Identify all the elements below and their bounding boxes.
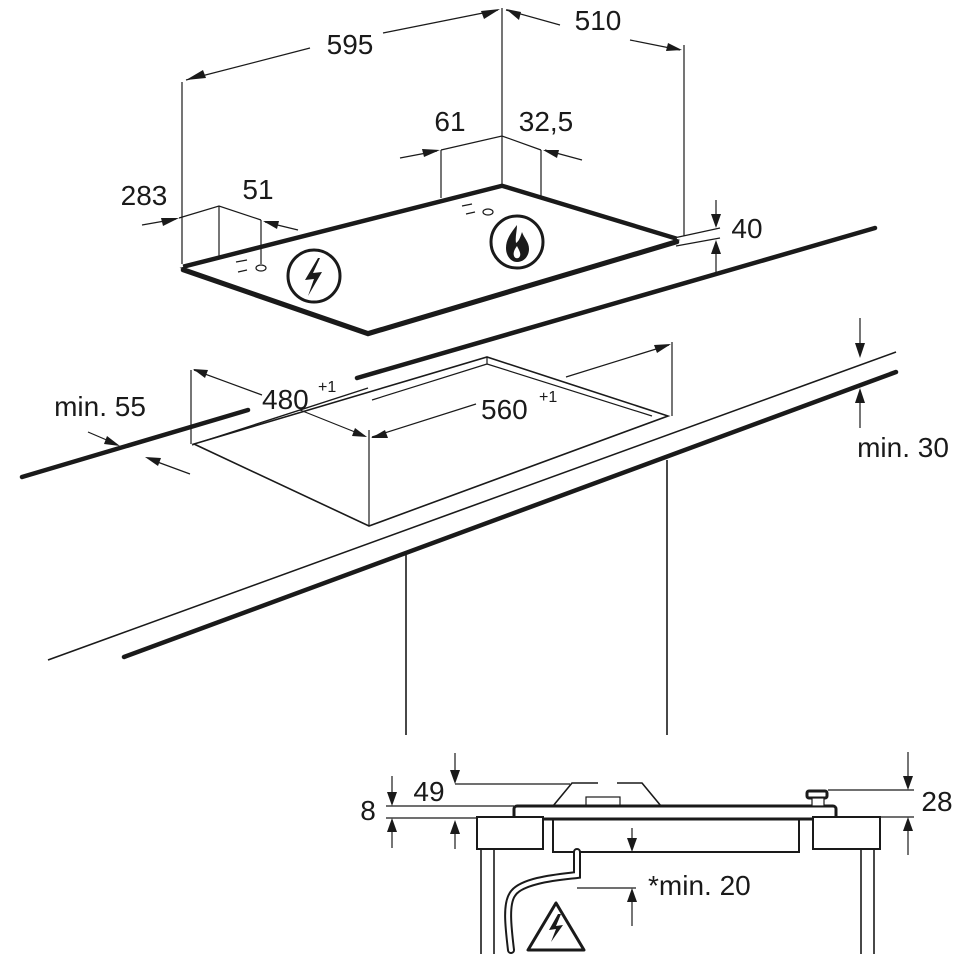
dim-49: 49 [413, 776, 444, 807]
dim-8: 8 [360, 795, 376, 826]
dim-480: 480 [262, 384, 309, 415]
worktop-cutout [19, 225, 899, 735]
dim-560: 560 [481, 394, 528, 425]
hob-top-view [141, 8, 721, 337]
connector-hole-right [482, 208, 494, 216]
hob-plate [179, 185, 681, 334]
dim-min-20: *min. 20 [648, 870, 751, 901]
dim-510: 510 [575, 5, 622, 36]
flame-icon [489, 214, 545, 270]
dim-560-tolerance: +1 [539, 389, 557, 406]
dim-480-tolerance: +1 [318, 379, 336, 396]
dim-min-55: min. 55 [54, 391, 146, 422]
dim-28: 28 [921, 786, 952, 817]
dim-32-5: 32,5 [519, 106, 574, 137]
dim-61: 61 [434, 106, 465, 137]
connector-hole-left [255, 264, 267, 272]
dim-min-30: min. 30 [857, 432, 949, 463]
dim-283: 283 [121, 180, 168, 211]
dim-595: 595 [327, 29, 374, 60]
lightning-bolt-icon [286, 248, 342, 304]
side-section-view [386, 752, 914, 954]
electric-warning-triangle-icon [526, 901, 586, 952]
dim-51: 51 [242, 174, 273, 205]
dim-40: 40 [731, 213, 762, 244]
